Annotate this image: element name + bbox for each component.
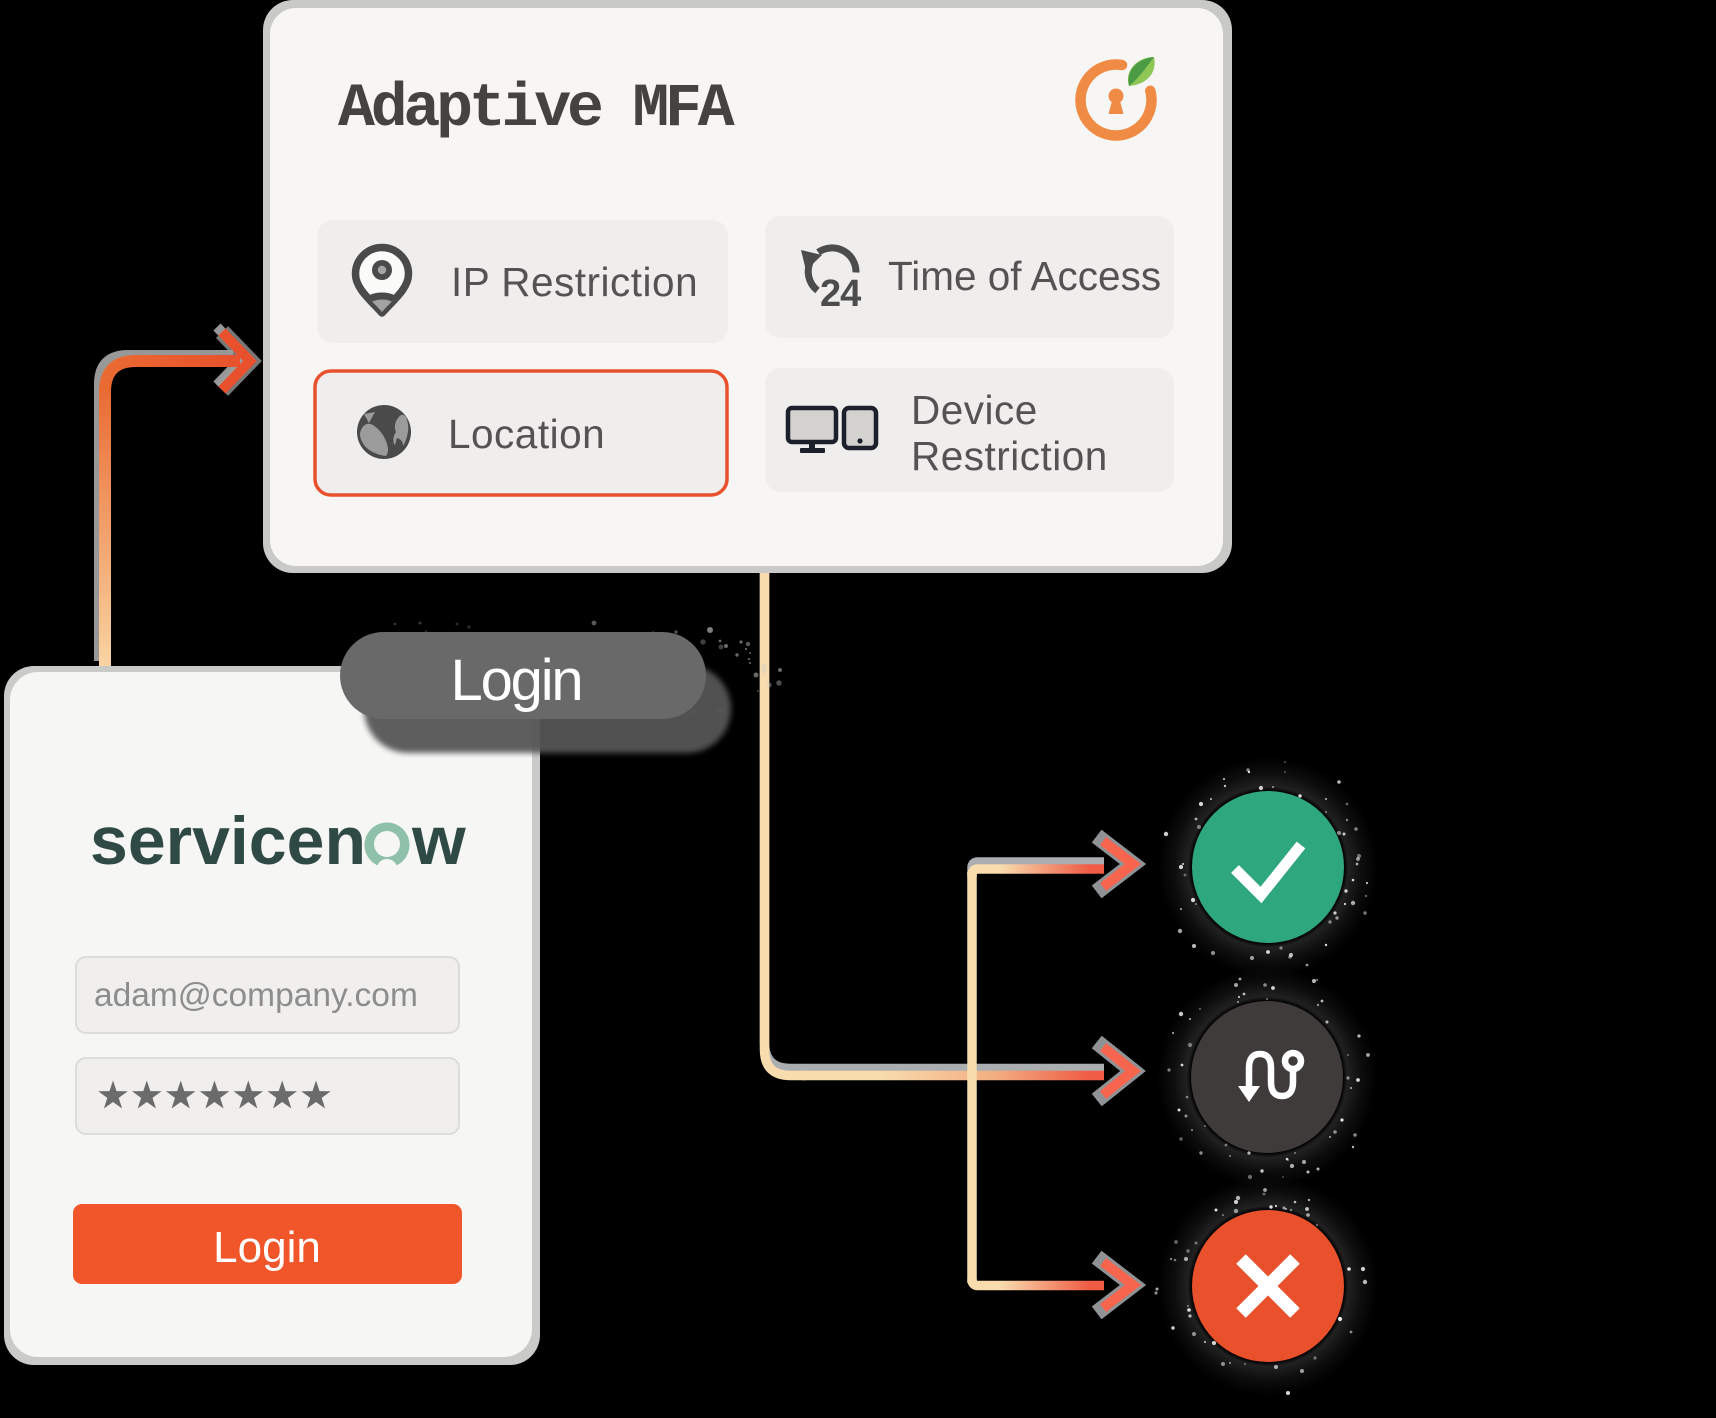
svg-text:Time of Access: Time of Access — [888, 253, 1161, 299]
svg-text:Restriction: Restriction — [911, 433, 1108, 479]
svg-text:servicen: servicen — [90, 803, 366, 879]
svg-text:w: w — [411, 802, 466, 879]
svg-text:Device: Device — [911, 387, 1038, 433]
svg-text:Location: Location — [448, 411, 605, 457]
svg-text:adam@company.com: adam@company.com — [94, 977, 418, 1014]
svg-text:Login: Login — [213, 1223, 321, 1272]
svg-text:Adaptive MFA: Adaptive MFA — [338, 75, 735, 144]
svg-text:IP Restriction: IP Restriction — [451, 259, 698, 305]
svg-text:Login: Login — [451, 648, 582, 713]
svg-text:24: 24 — [820, 273, 861, 315]
